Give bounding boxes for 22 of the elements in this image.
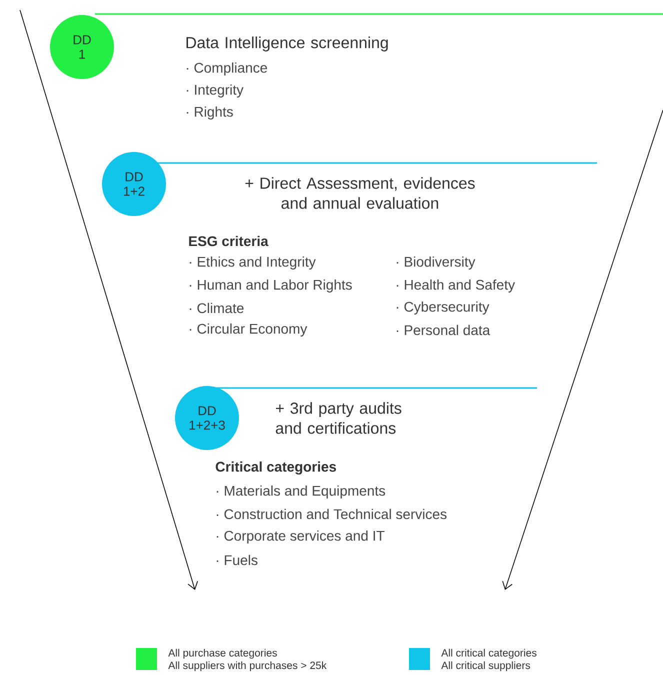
bullet-item: · Integrity	[186, 84, 244, 98]
bullet-item: · Biodiversity	[396, 256, 476, 270]
legend-text: All purchase categories All suppliers with purchases > 25k	[168, 648, 327, 672]
bullet-item: · Rights	[186, 106, 233, 120]
bullet-item: · Circular Economy	[190, 323, 308, 337]
level-heading: + Direct Assessment, evidences and annual evaluation	[245, 177, 475, 209]
legend-text: All critical categories All critical suppliers	[441, 648, 536, 672]
section-heading: Critical categories	[216, 461, 336, 475]
level-heading: + 3rd party audits and certifications	[276, 402, 402, 434]
section-heading: ESG criteria	[189, 236, 268, 246]
bullet-item: · Compliance	[186, 62, 268, 76]
bullet-item: · Health and Safety	[396, 279, 515, 293]
bullet-item: · Corporate services and IT	[216, 530, 384, 544]
bullet-item: · Fuels	[216, 554, 258, 566]
bullet-item: · Human and Labor Rights	[190, 279, 352, 293]
bullet-item: · Cybersecurity	[396, 301, 490, 315]
bullet-item: · Construction and Technical services	[216, 508, 447, 520]
bullet-item: · Materials and Equipments	[216, 485, 386, 499]
bullet-item: · Climate	[190, 302, 244, 314]
bullet-item: · Ethics and Integrity	[190, 256, 316, 270]
bullet-item: · Personal data	[396, 324, 490, 336]
level-heading: Data Intelligence screenning	[186, 36, 388, 52]
